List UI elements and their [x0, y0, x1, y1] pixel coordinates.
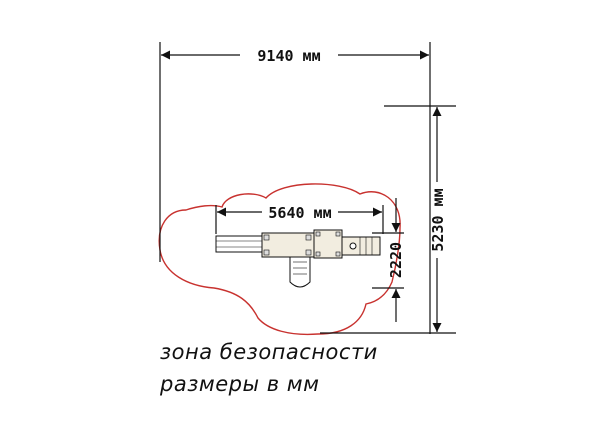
main-platform-shape: [261, 232, 315, 258]
overall-depth-label: 5230 мм: [429, 188, 447, 251]
equipment-depth-label: 2220: [387, 242, 405, 278]
equipment-width-label: 5640 мм: [268, 204, 331, 222]
tube-slide-shape: [289, 256, 311, 288]
overall-width-label: 9140 мм: [257, 47, 320, 65]
slide-shape: [215, 235, 263, 253]
units-caption: размеры в мм: [160, 372, 320, 396]
overall-width-dimension: [159, 42, 431, 334]
safety-zone-caption: зона безопасности: [160, 340, 378, 364]
equipment-depth-dimension: [372, 198, 404, 322]
overall-depth-dimension: [320, 105, 456, 334]
play-equipment-top-view: [215, 229, 381, 288]
equipment-width-dimension: [215, 205, 384, 234]
ladder-shape: [341, 236, 381, 256]
